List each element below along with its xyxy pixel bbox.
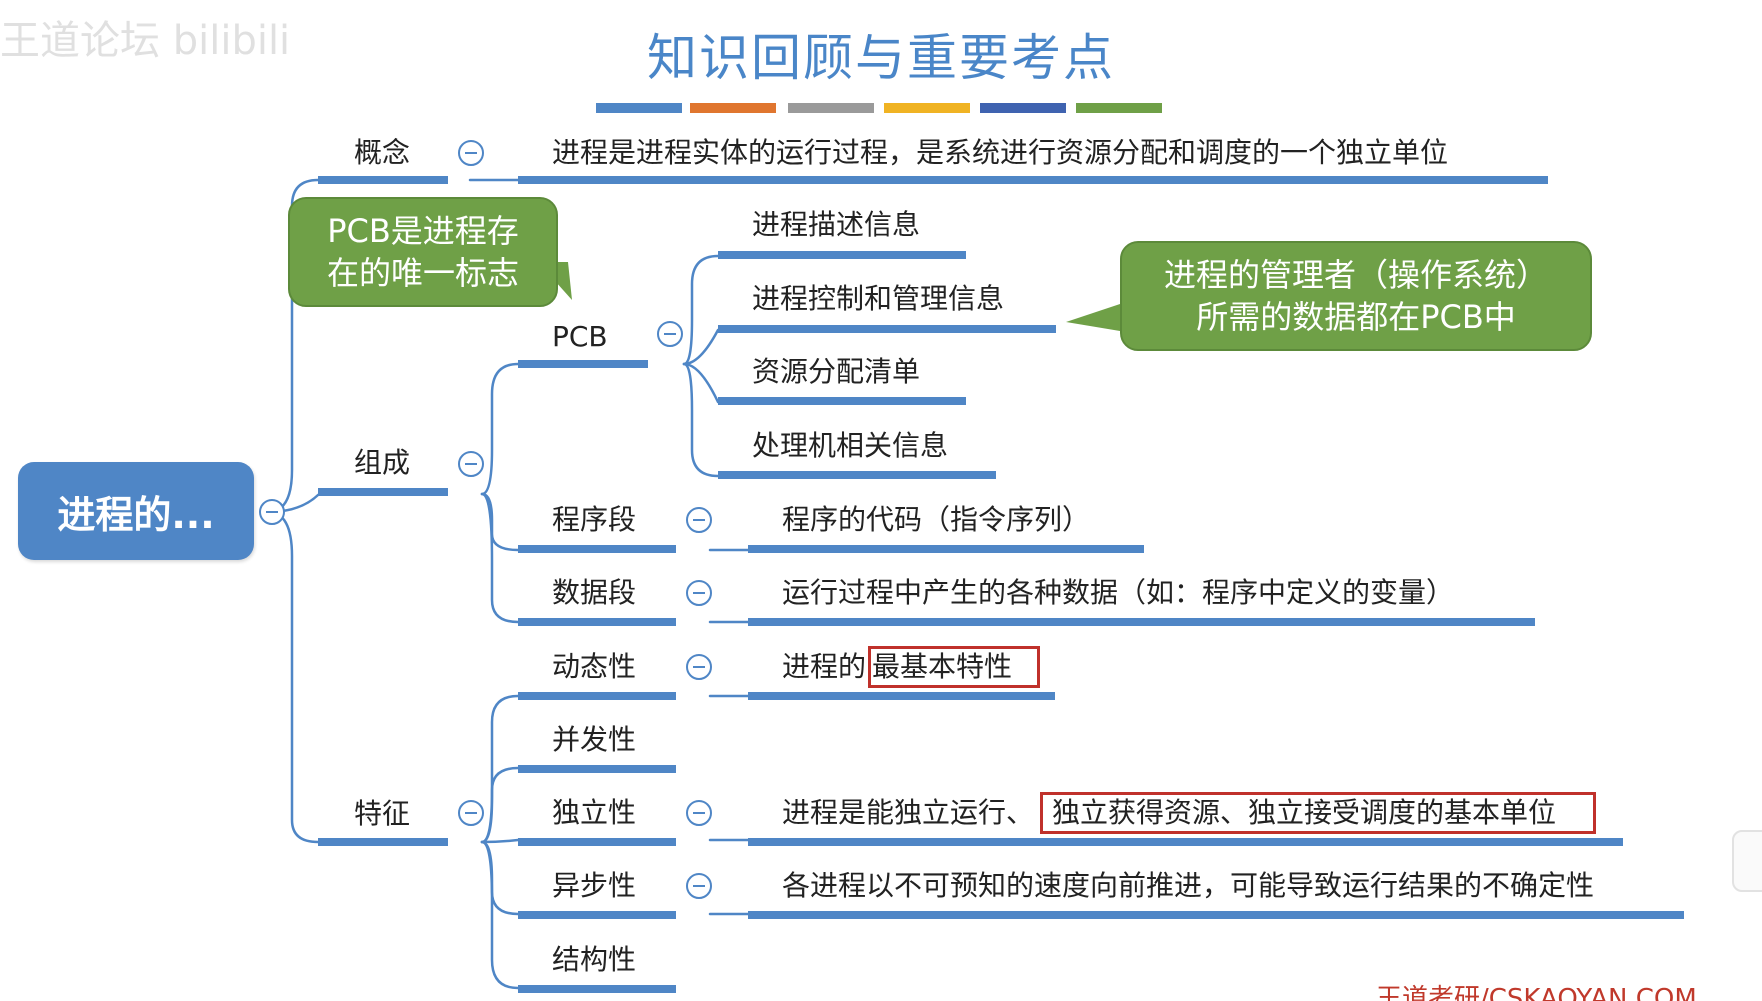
collapse-concept-button[interactable] bbox=[458, 140, 484, 166]
program-segment-desc: 程序的代码（指令序列） bbox=[782, 503, 1091, 536]
program-segment-underline bbox=[518, 545, 676, 553]
data-segment-desc-underline bbox=[748, 618, 1535, 626]
collapse-data-segment-button[interactable] bbox=[686, 580, 712, 606]
accent-bar-darkblue bbox=[980, 103, 1066, 113]
asynchrony-underline bbox=[518, 911, 676, 919]
connector-composition-pcb bbox=[480, 362, 520, 496]
accent-bar-yellow bbox=[884, 103, 970, 113]
pcb-item-3: 资源分配清单 bbox=[752, 355, 921, 388]
collapse-features-button[interactable] bbox=[458, 800, 484, 826]
branch-features-underline bbox=[318, 838, 448, 846]
branch-concept-label[interactable]: 概念 bbox=[354, 136, 411, 169]
dynamic-label[interactable]: 动态性 bbox=[552, 650, 637, 683]
dynamic-desc-underline bbox=[748, 692, 1055, 700]
dynamic-desc-highlight: 最基本特性 bbox=[872, 650, 1013, 683]
data-segment-desc: 运行过程中产生的各种数据（如：程序中定义的变量） bbox=[782, 576, 1455, 609]
callout-pcb-unique: PCB是进程存 在的唯一标志 bbox=[288, 197, 558, 307]
independence-desc-underline bbox=[748, 838, 1623, 846]
asynchrony-label[interactable]: 异步性 bbox=[552, 869, 637, 902]
callout-os-data-line1: 进程的管理者（操作系统） bbox=[1163, 256, 1548, 294]
branch-features-label[interactable]: 特征 bbox=[354, 797, 411, 830]
connector-root-features bbox=[266, 510, 320, 844]
accent-bar-orange bbox=[690, 103, 776, 113]
independence-label[interactable]: 独立性 bbox=[552, 796, 637, 829]
connector-pcb-item4 bbox=[682, 362, 720, 478]
branch-composition-underline bbox=[318, 488, 448, 496]
dynamic-highlight-box bbox=[868, 646, 1040, 688]
callout-pcb-unique-line2: 在的唯一标志 bbox=[326, 254, 519, 292]
program-segment-label[interactable]: 程序段 bbox=[552, 503, 637, 536]
dynamic-desc-prefix: 进程的 bbox=[782, 650, 867, 683]
pcb-item-4: 处理机相关信息 bbox=[752, 429, 949, 462]
collapse-dynamic-button[interactable] bbox=[686, 654, 712, 680]
data-segment-underline bbox=[518, 618, 676, 626]
side-handle[interactable] bbox=[1732, 830, 1762, 892]
pcb-item-1: 进程描述信息 bbox=[752, 208, 921, 241]
callout-os-data-line2: 所需的数据都在PCB中 bbox=[1196, 298, 1516, 336]
asynchrony-desc: 各进程以不可预知的速度向前推进，可能导致运行结果的不确定性 bbox=[782, 869, 1595, 902]
concept-description-underline bbox=[518, 176, 1548, 184]
independence-underline bbox=[518, 838, 676, 846]
connector-features-concurrency bbox=[480, 766, 520, 844]
callout-os-data: 进程的管理者（操作系统） 所需的数据都在PCB中 bbox=[1120, 241, 1592, 351]
callout-os-data-tail bbox=[1066, 302, 1126, 332]
collapse-composition-button[interactable] bbox=[458, 451, 484, 477]
concurrency-label[interactable]: 并发性 bbox=[552, 723, 637, 756]
dynamic-underline bbox=[518, 692, 676, 700]
pcb-underline bbox=[518, 360, 648, 368]
page-title: 知识回顾与重要考点 bbox=[647, 29, 1115, 87]
program-segment-desc-underline bbox=[748, 545, 1144, 553]
collapse-root-button[interactable] bbox=[259, 499, 285, 525]
structure-underline bbox=[518, 985, 676, 993]
connector-features-independence bbox=[480, 838, 520, 844]
connector-features-asynchrony bbox=[480, 840, 520, 916]
collapse-pcb-button[interactable] bbox=[657, 321, 683, 347]
independence-desc-highlight: 独立获得资源、独立接受调度的基本单位 bbox=[1052, 796, 1557, 829]
pcb-item-2-underline bbox=[718, 325, 1056, 333]
pcb-item-1-underline bbox=[718, 251, 966, 259]
accent-bar-gray bbox=[788, 103, 874, 113]
connector-pcb-item1 bbox=[682, 254, 720, 366]
structure-label[interactable]: 结构性 bbox=[552, 943, 637, 976]
watermark: 王道论坛 bilibili bbox=[0, 18, 291, 64]
data-segment-label[interactable]: 数据段 bbox=[552, 576, 637, 609]
accent-bar-blue bbox=[596, 103, 682, 113]
concept-description: 进程是进程实体的运行过程，是系统进行资源分配和调度的一个独立单位 bbox=[552, 136, 1449, 169]
accent-bar-green bbox=[1076, 103, 1162, 113]
connector-composition-data bbox=[480, 492, 520, 624]
root-node[interactable]: 进程的... bbox=[18, 462, 254, 560]
connector-features-structure bbox=[480, 840, 520, 990]
pcb-label[interactable]: PCB bbox=[552, 320, 608, 353]
pcb-item-4-underline bbox=[718, 471, 996, 479]
branch-concept-underline bbox=[318, 176, 448, 184]
branch-composition-label[interactable]: 组成 bbox=[354, 446, 411, 479]
asynchrony-desc-underline bbox=[748, 911, 1684, 919]
collapse-asynchrony-button[interactable] bbox=[686, 873, 712, 899]
pcb-item-3-underline bbox=[718, 397, 966, 405]
independence-desc-prefix: 进程是能独立运行、 bbox=[782, 796, 1035, 829]
pcb-item-2: 进程控制和管理信息 bbox=[752, 282, 1005, 315]
callout-pcb-unique-line1: PCB是进程存 bbox=[327, 212, 519, 250]
collapse-independence-button[interactable] bbox=[686, 800, 712, 826]
root-label: 进程的... bbox=[57, 492, 215, 537]
footer-brand: 王道考研/CSKAOYAN.COM bbox=[1376, 984, 1697, 1001]
concurrency-underline bbox=[518, 765, 676, 773]
collapse-program-segment-button[interactable] bbox=[686, 507, 712, 533]
independence-highlight-box bbox=[1040, 792, 1596, 834]
